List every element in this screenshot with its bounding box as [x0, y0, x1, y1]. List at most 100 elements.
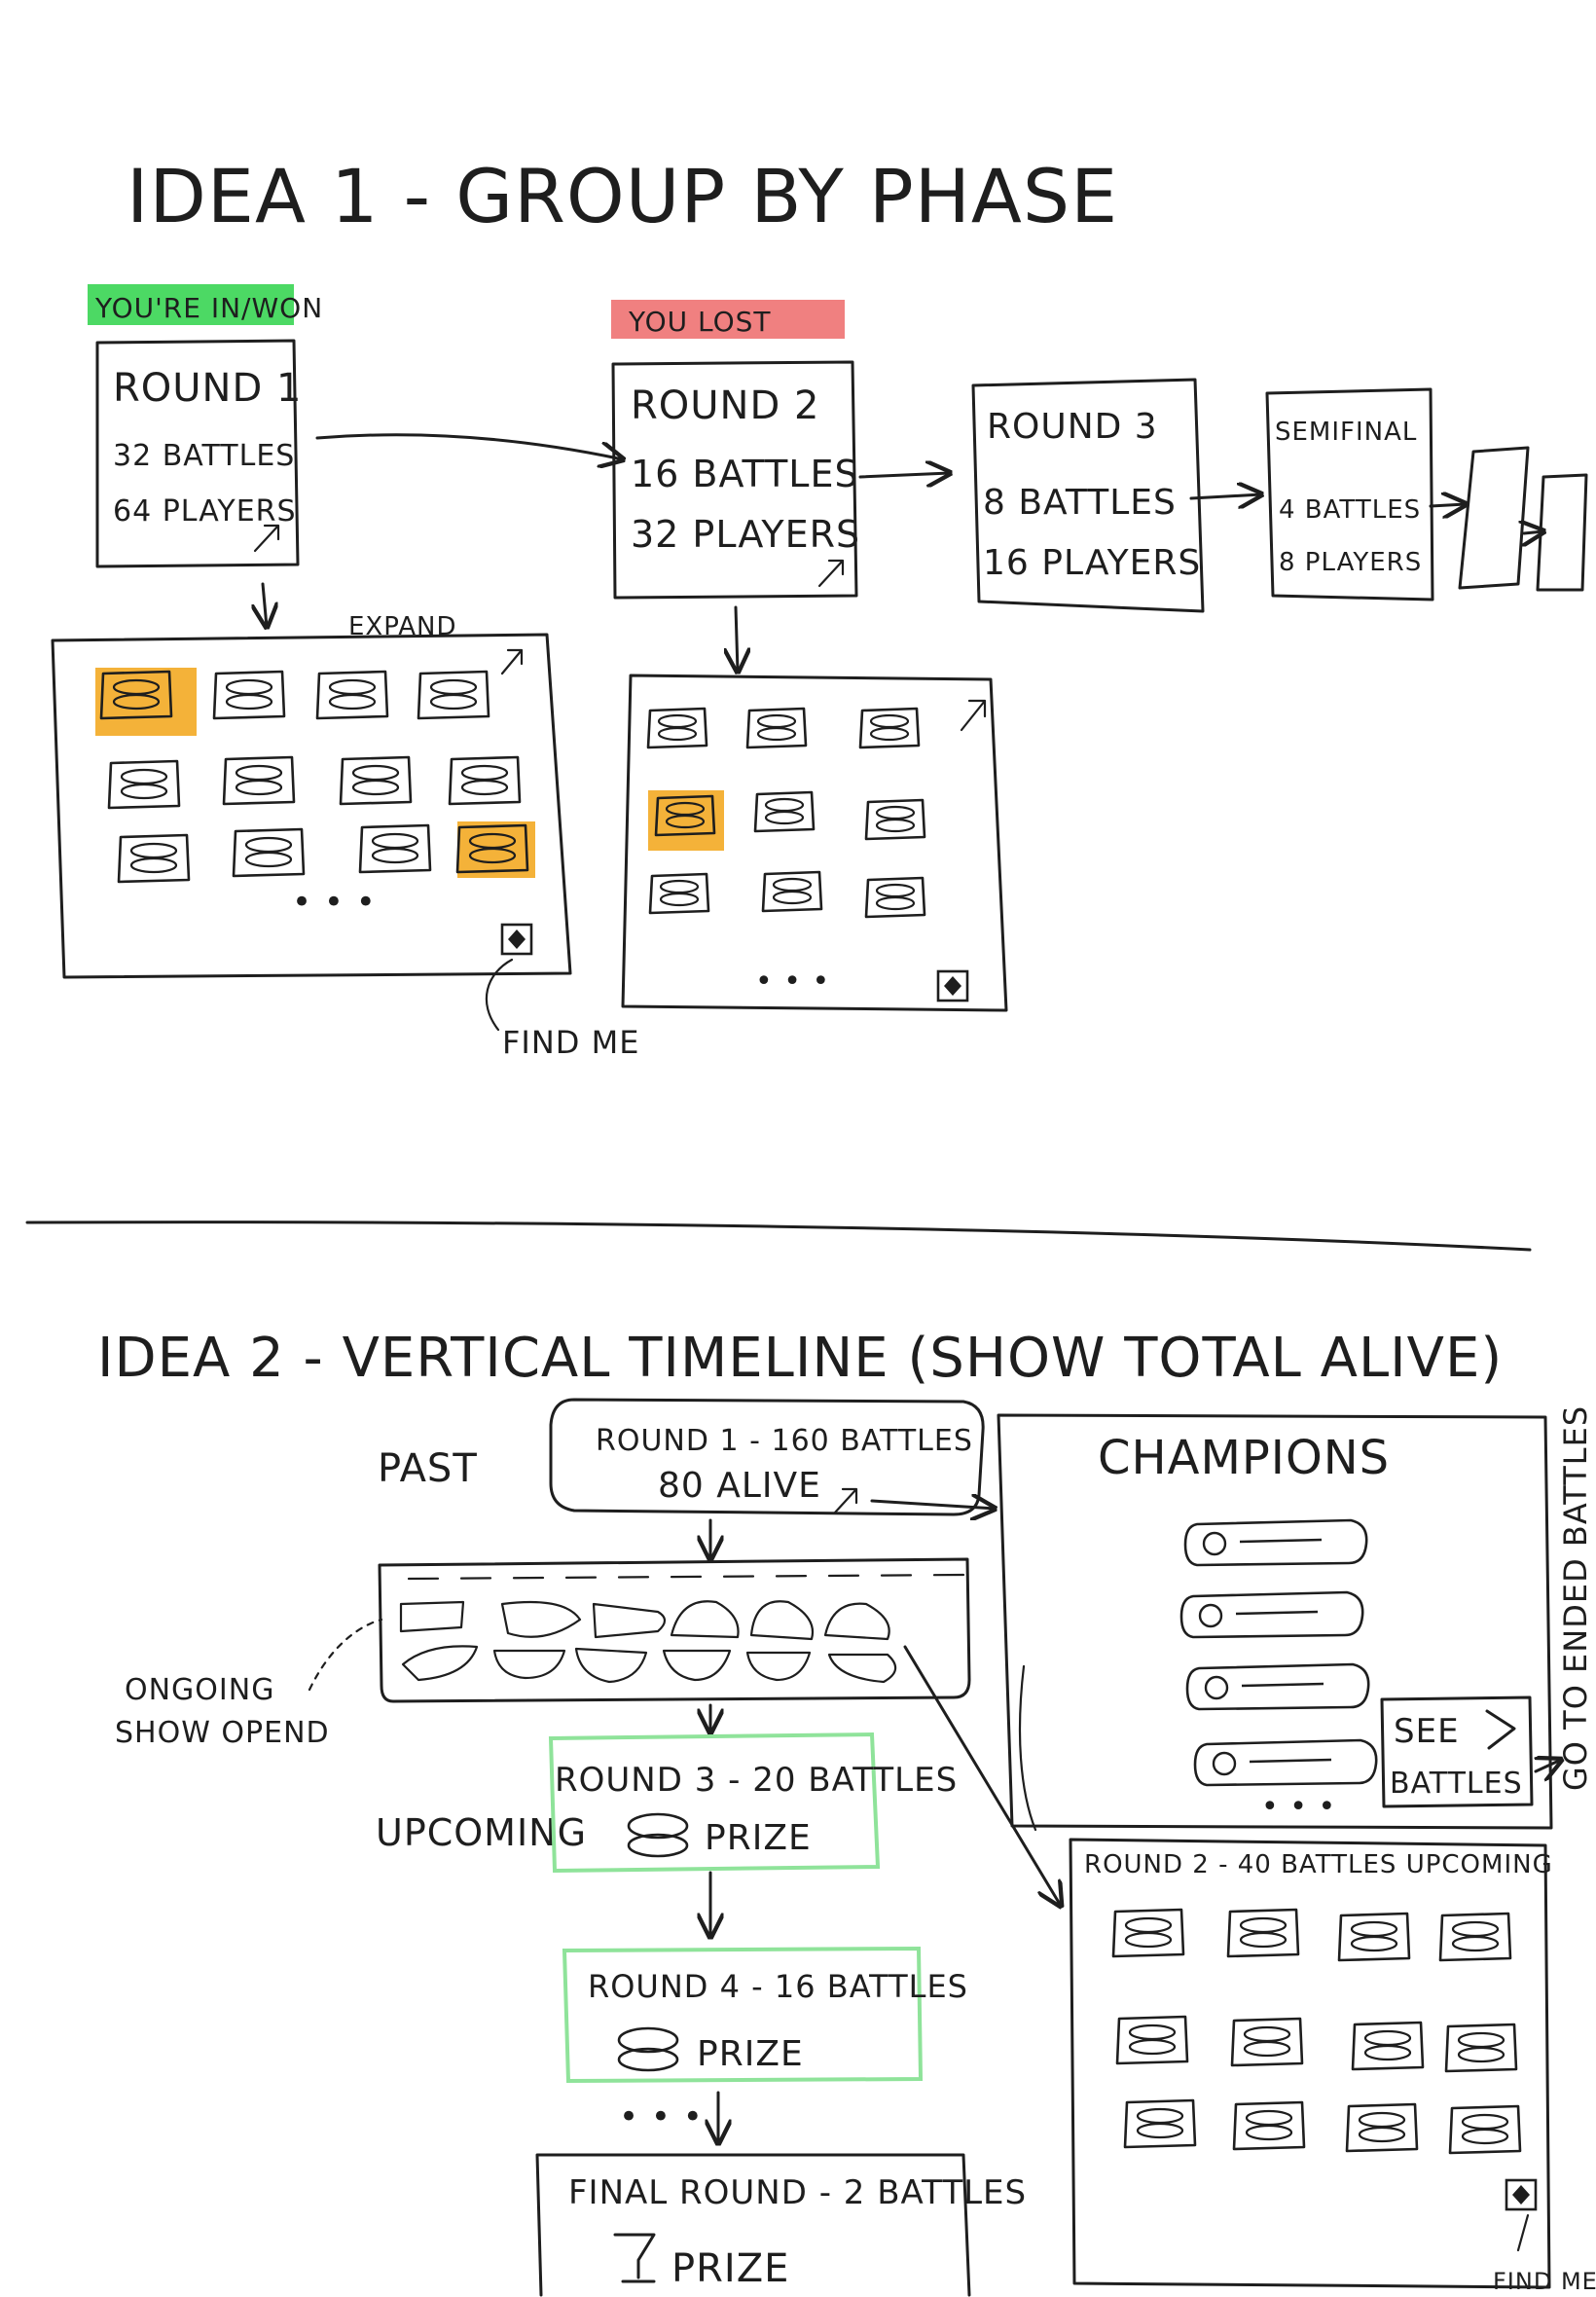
expand-icon[interactable] [833, 1487, 858, 1514]
find-me-label-2: FIND ME [1493, 2268, 1596, 2295]
timeline-round-3-prize: PRIZE [705, 1818, 812, 1858]
battle-card[interactable] [1345, 2102, 1419, 2153]
battle-card[interactable] [864, 798, 926, 841]
battle-card[interactable] [1232, 2100, 1306, 2151]
battle-card[interactable] [1448, 2104, 1522, 2155]
lost-badge-label: YOU LOST [628, 306, 772, 338]
round-1-players: 64 PLAYERS [113, 494, 297, 529]
battle-card[interactable] [1226, 1908, 1300, 1958]
find-me-button[interactable] [500, 923, 533, 956]
champion-row[interactable] [1185, 1662, 1370, 1711]
idea1-title: IDEA 1 - GROUP BY PHASE [127, 153, 1118, 239]
past-label: PAST [378, 1446, 478, 1491]
expand-icon[interactable] [253, 524, 280, 553]
more-ellipsis: • • • [292, 883, 377, 922]
arrow [858, 473, 950, 477]
battle-card[interactable] [358, 823, 432, 874]
round-1-card[interactable]: ROUND 1 32 BATTLES 64 PLAYERS [95, 339, 302, 568]
battle-card[interactable] [858, 707, 921, 749]
battle-cell[interactable] [745, 1651, 812, 1682]
battle-card[interactable] [315, 670, 389, 720]
battle-cell[interactable] [662, 1649, 732, 1682]
timeline-round-1[interactable]: ROUND 1 - 160 BATTLES 80 ALIVE [549, 1398, 985, 1516]
arrow [1189, 494, 1261, 498]
battle-cell[interactable] [749, 1600, 815, 1641]
next-round-card [1458, 446, 1530, 590]
prize-icon [627, 1812, 689, 1840]
battle-card[interactable] [745, 707, 808, 749]
round-2-players: 32 PLAYERS [631, 513, 860, 556]
round-1-title: ROUND 1 [113, 366, 302, 411]
battle-card[interactable] [117, 833, 191, 884]
battle-card[interactable] [212, 670, 286, 720]
battle-card[interactable] [761, 870, 823, 913]
champion-row[interactable] [1193, 1738, 1378, 1787]
round-2-title: ROUND 2 [631, 383, 819, 428]
battle-card[interactable] [1337, 1912, 1411, 1962]
prize-icon [627, 1833, 689, 1858]
timeline-round-3[interactable]: ROUND 3 - 20 BATTLES PRIZE [548, 1732, 958, 1874]
battle-card[interactable] [1123, 2098, 1197, 2149]
battle-cell[interactable] [399, 1600, 465, 1633]
won-badge [88, 284, 294, 325]
battle-card[interactable] [1115, 2015, 1189, 2065]
battle-card[interactable] [648, 872, 710, 915]
timeline-final-title: FINAL ROUND - 2 BATTLES [568, 2173, 1027, 2212]
champions-panel: CHAMPIONS • • • SEE BATTLES [997, 1413, 1553, 1830]
find-me-label: FIND ME [502, 1024, 639, 1061]
ongoing-pointer [308, 1618, 383, 1692]
highlight-battle [95, 668, 197, 736]
find-me-pointer [485, 958, 514, 1032]
arrow [315, 433, 623, 459]
battle-cell[interactable] [492, 1649, 566, 1680]
battle-cell[interactable] [823, 1602, 890, 1641]
final-round-card [1536, 473, 1588, 592]
battle-card[interactable] [753, 790, 816, 833]
battle-card[interactable] [339, 755, 413, 806]
battle-card[interactable] [1230, 2017, 1304, 2067]
battle-card[interactable] [232, 827, 306, 878]
battle-card[interactable] [646, 707, 708, 749]
battle-card[interactable] [1444, 2023, 1518, 2073]
battle-card[interactable] [1438, 1912, 1512, 1962]
timeline-final-round[interactable]: FINAL ROUND - 2 BATTLES PRIZE [535, 2153, 1027, 2297]
battle-card[interactable] [417, 670, 490, 720]
see-battles-label-1: SEE [1394, 1712, 1460, 1751]
ongoing-label-1: ONGOING [125, 1673, 274, 1707]
go-to-ended-battles[interactable]: GO TO ENDED BATTLES [1557, 1405, 1594, 1791]
see-battles-button[interactable]: SEE BATTLES [1380, 1695, 1534, 1808]
battle-card[interactable] [1111, 1908, 1185, 1958]
champion-row[interactable] [1179, 1590, 1364, 1639]
battle-cell[interactable] [401, 1645, 479, 1682]
round-3-players: 16 PLAYERS [983, 543, 1201, 583]
won-badge-label: YOU'RE IN/WON [94, 292, 323, 324]
prize-icon [617, 2047, 679, 2072]
battle-card[interactable] [448, 755, 522, 806]
battle-cell[interactable] [592, 1602, 667, 1639]
battle-cell[interactable] [670, 1600, 740, 1639]
battle-card[interactable] [864, 876, 926, 919]
arrow [1429, 504, 1466, 506]
find-me-button[interactable] [936, 969, 969, 1003]
semifinal-card[interactable]: SEMIFINAL 4 BATTLES 8 PLAYERS [1265, 387, 1434, 602]
champions-title: CHAMPIONS [1098, 1431, 1390, 1485]
battle-cell[interactable] [827, 1653, 897, 1684]
expand-icon[interactable] [817, 559, 845, 588]
more-ellipsis: • • • [755, 965, 830, 999]
timeline-round-1-title: ROUND 1 - 160 BATTLES [596, 1424, 973, 1458]
battle-card[interactable] [107, 759, 181, 810]
pointer-line [1018, 1664, 1037, 1832]
battle-card[interactable] [1351, 2021, 1425, 2071]
find-me-button[interactable] [1505, 2178, 1538, 2211]
champion-row[interactable] [1183, 1518, 1368, 1567]
battle-cell[interactable] [574, 1647, 648, 1684]
round-1-ongoing-panel [378, 1557, 971, 1703]
battle-cell[interactable] [500, 1600, 582, 1638]
round-3-title: ROUND 3 [987, 407, 1158, 447]
round-3-card[interactable]: ROUND 3 8 BATTLES 16 PLAYERS [971, 378, 1205, 613]
lost-badge [611, 300, 845, 339]
timeline-round-4[interactable]: ROUND 4 - 16 BATTLES PRIZE [562, 1946, 968, 2084]
round-2-card[interactable]: ROUND 2 16 BATTLES 32 PLAYERS [611, 360, 860, 600]
battle-card[interactable] [222, 755, 296, 806]
